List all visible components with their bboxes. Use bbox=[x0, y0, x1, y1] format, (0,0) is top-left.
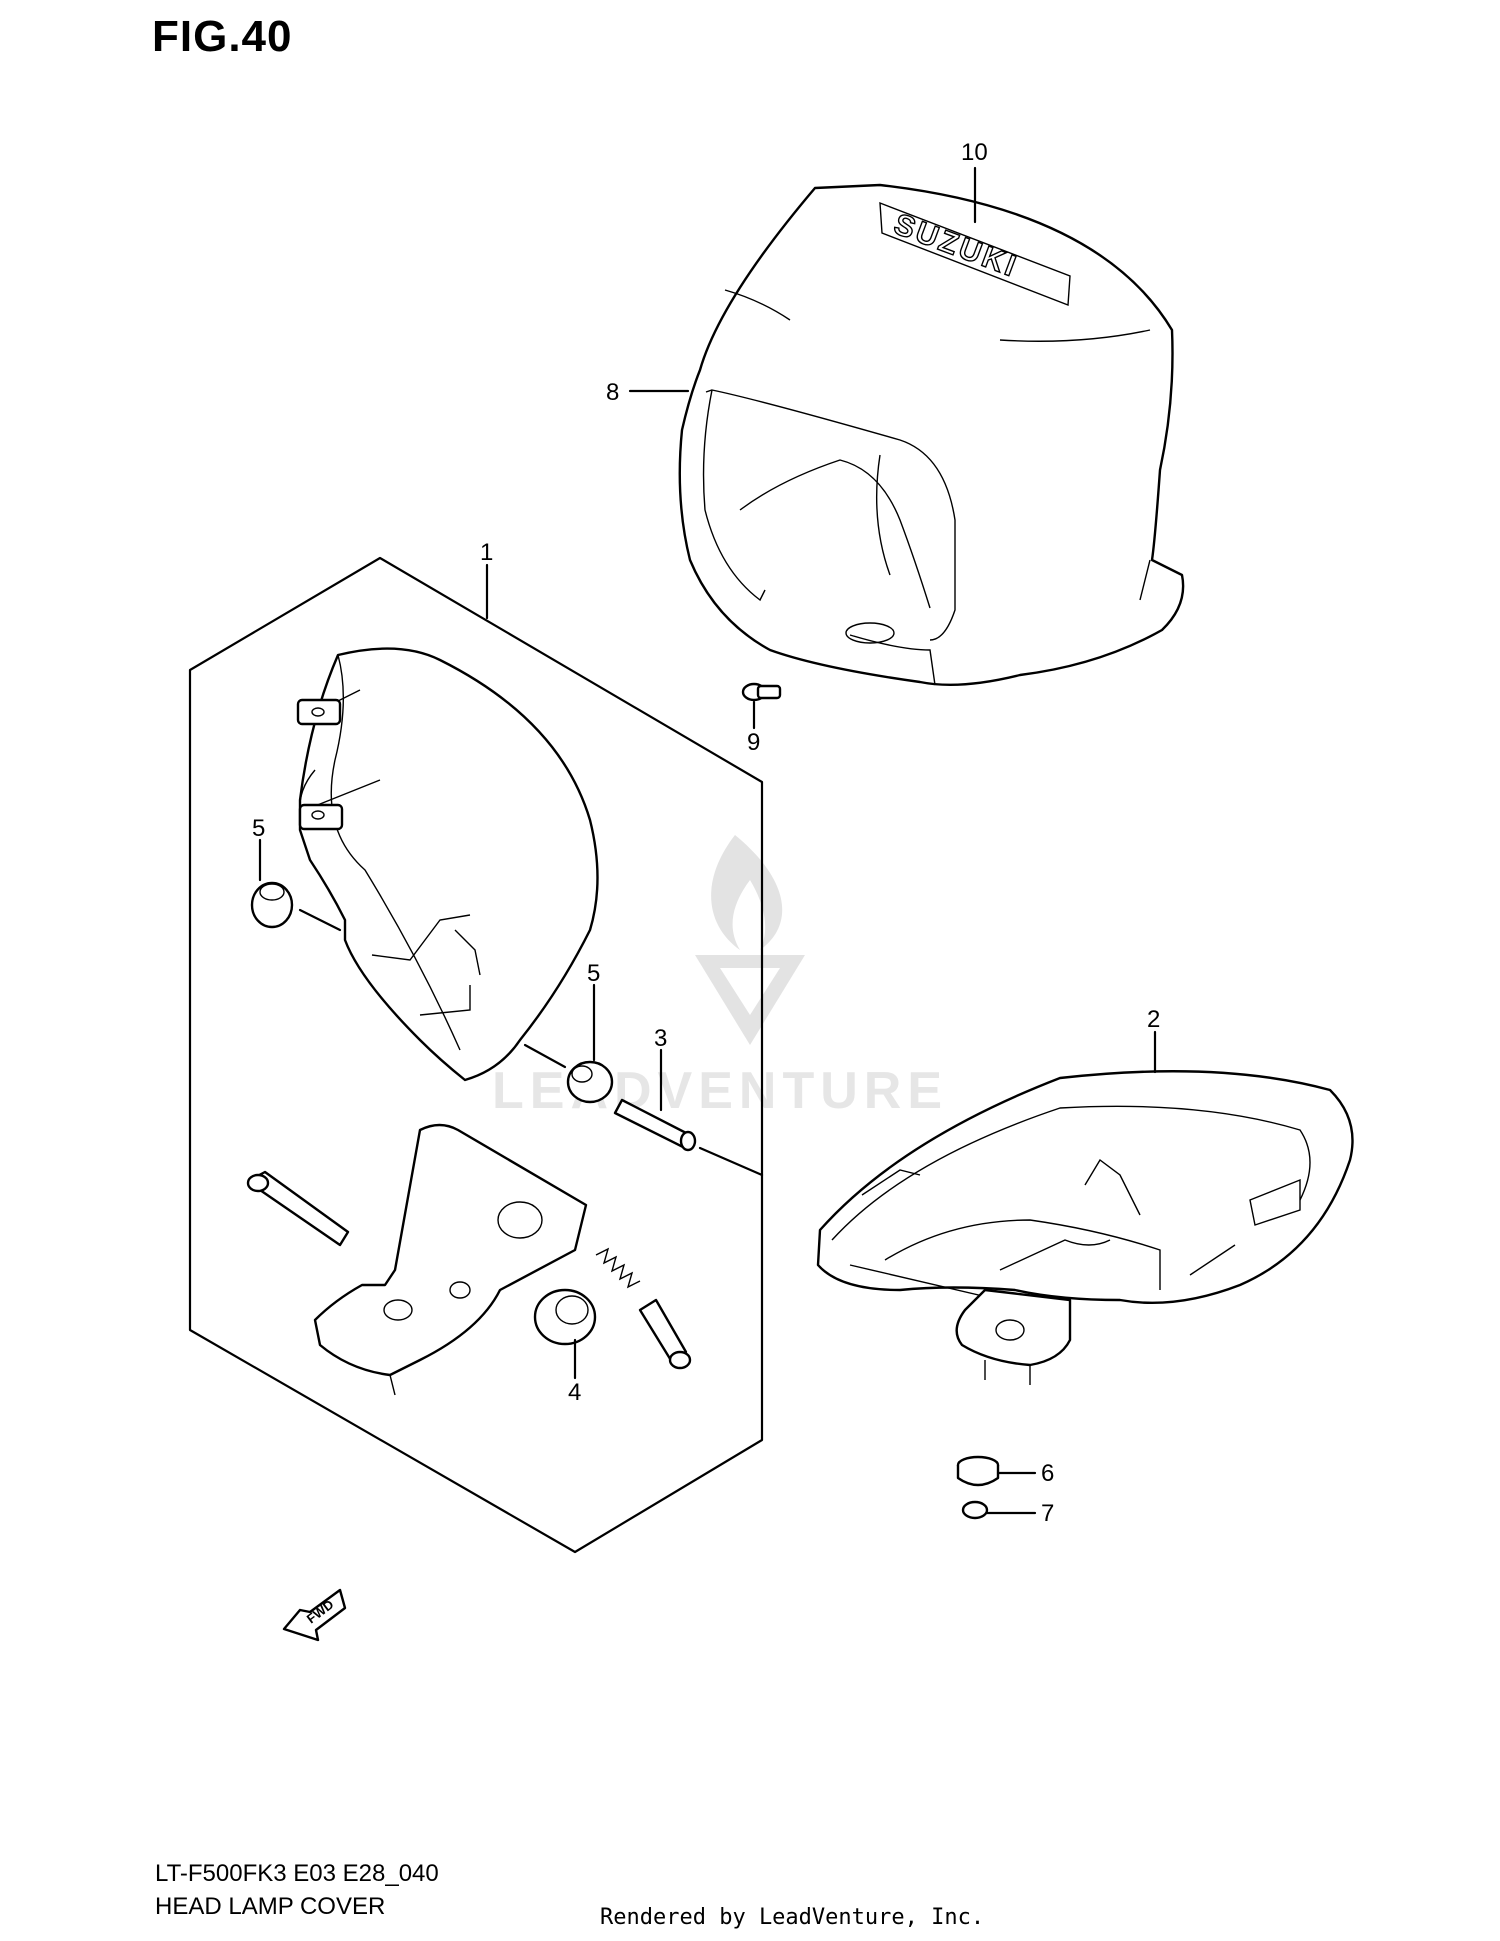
kit-1-boundary bbox=[188, 556, 764, 1554]
grommet-part-5-upper bbox=[250, 881, 294, 929]
watermark-text: LEADVENTURE bbox=[492, 1062, 948, 1120]
section-name: HEAD LAMP COVER bbox=[155, 1893, 386, 1920]
callout-1: 1 bbox=[480, 539, 493, 566]
headlight-bracket bbox=[313, 1123, 588, 1396]
callout-4: 4 bbox=[568, 1379, 581, 1406]
callout-9: 9 bbox=[747, 729, 760, 756]
headlight-cover-part-8: SUZUKI bbox=[678, 183, 1185, 686]
callout-8: 8 bbox=[606, 379, 619, 406]
screw-part-9 bbox=[741, 682, 782, 702]
grommet-part-5-lower bbox=[566, 1060, 614, 1104]
callout-7: 7 bbox=[1041, 1500, 1054, 1527]
lamp-case-part-2 bbox=[816, 1070, 1354, 1385]
fwd-direction-arrow: FWD bbox=[282, 1588, 347, 1642]
render-credit: Rendered by LeadVenture, Inc. bbox=[600, 1905, 985, 1930]
leader-lines bbox=[258, 166, 1157, 1515]
leadventure-watermark: LEADVENTURE bbox=[492, 835, 948, 1120]
nut-part-7 bbox=[961, 1500, 989, 1520]
callout-3: 3 bbox=[654, 1025, 667, 1052]
mounting-bolt bbox=[246, 1170, 350, 1247]
figure-title: FIG.40 bbox=[152, 12, 293, 61]
callout-6: 6 bbox=[1041, 1460, 1054, 1487]
callout-5-lower: 5 bbox=[587, 960, 600, 987]
callout-10: 10 bbox=[961, 139, 988, 166]
callout-5-upper: 5 bbox=[252, 815, 265, 842]
model-code: LT-F500FK3 E03 E28_040 bbox=[155, 1860, 439, 1887]
headlight-housing-part-1 bbox=[296, 647, 599, 1082]
adjuster-spring-and-screw bbox=[595, 1247, 692, 1370]
collar-part-3 bbox=[613, 1098, 697, 1152]
grommet-part-6 bbox=[956, 1455, 1000, 1487]
callout-2: 2 bbox=[1147, 1006, 1160, 1033]
grommet-part-4 bbox=[533, 1288, 597, 1346]
